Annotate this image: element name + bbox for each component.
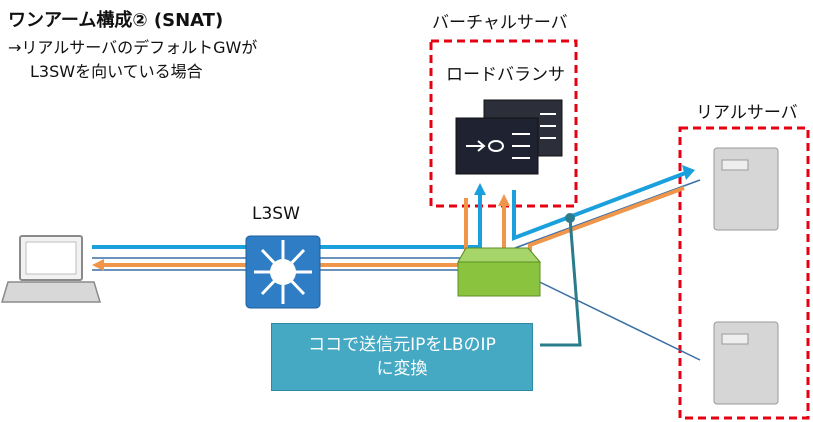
- blue-flow-client-to-lb: [92, 190, 482, 249]
- real-server-label: リアルサーバ: [696, 103, 798, 123]
- callout-pointer-line: [540, 217, 582, 347]
- diagram-title: ワンアーム構成② (SNAT): [8, 10, 224, 31]
- load-balancer-icon: [455, 99, 563, 175]
- callout-line-2: に変換: [376, 359, 428, 379]
- blue-arrowhead-server: [682, 165, 695, 180]
- load-balancer-label: ロードバランサ: [446, 65, 565, 85]
- blue-flow-lb-to-server: [512, 170, 689, 241]
- callout-line-1: ココで送信元IPをLBのIP: [308, 335, 496, 355]
- real-server-1-icon: [713, 147, 779, 231]
- l2-switch-icon: [457, 247, 542, 297]
- laptop-icon: [0, 235, 102, 303]
- orange-arrowhead-up: [498, 194, 510, 206]
- link-switch-server1: [514, 179, 701, 249]
- blue-arrowhead-up: [474, 183, 486, 195]
- real-server-box: [678, 126, 810, 420]
- snat-callout: ココで送信元IPをLBのIP に変換: [271, 323, 533, 391]
- real-server-2-icon: [713, 321, 779, 405]
- l3-switch-icon: [245, 235, 321, 309]
- virtual-server-label: バーチャルサーバ: [432, 13, 568, 33]
- l3sw-label: L3SW: [252, 204, 300, 224]
- orange-arrowhead-left: [92, 259, 104, 271]
- subtitle-line-2: L3SWを向いている場合: [30, 62, 203, 81]
- link-switch-server2: [514, 269, 701, 361]
- subtitle-line-1: →リアルサーバのデフォルトGWが: [8, 38, 258, 57]
